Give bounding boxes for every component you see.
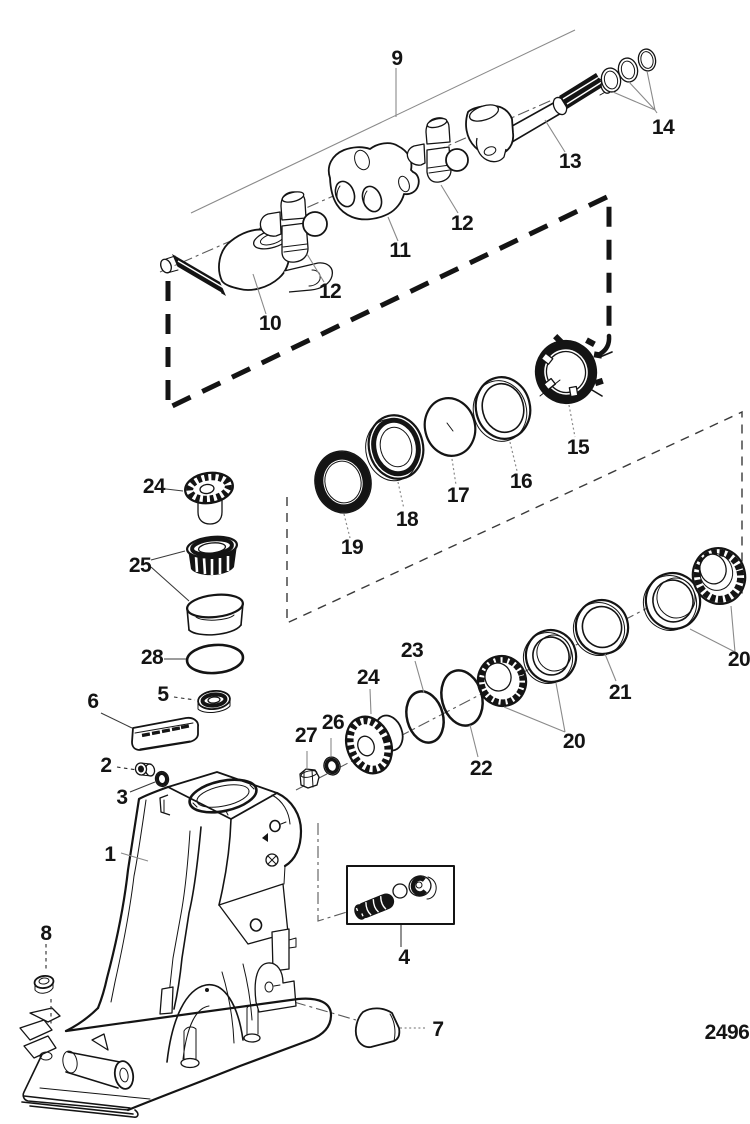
callout-24-upper: 24 — [143, 475, 166, 498]
callout-16: 16 — [510, 470, 532, 493]
part-seal-18 — [365, 414, 425, 482]
callout-23: 23 — [401, 639, 423, 662]
callout-22: 22 — [470, 757, 492, 780]
part-yoke-shaft-10 — [160, 228, 334, 296]
callout-20-right: 20 — [728, 648, 750, 671]
part-ring-21 — [572, 598, 630, 656]
part-ring-16 — [472, 376, 532, 442]
part-anode-plate-6 — [131, 716, 199, 751]
callout-28: 28 — [141, 646, 164, 669]
drawing-number: 2496 — [705, 1021, 750, 1044]
callout-6: 6 — [87, 690, 98, 713]
part-bearing-cone-20-small — [476, 654, 528, 708]
callout-1: 1 — [104, 843, 116, 866]
part-washer-26 — [323, 756, 341, 776]
inset-box-4 — [346, 865, 455, 925]
part-o-ring-22 — [440, 669, 484, 727]
part-seal-19 — [314, 450, 372, 514]
part-coupler-11 — [327, 142, 420, 221]
part-bearing-25-cup — [186, 593, 244, 636]
callout-25: 25 — [129, 554, 152, 577]
callout-13: 13 — [559, 150, 581, 173]
leader-lines — [45, 70, 736, 1029]
callout-14: 14 — [652, 116, 675, 139]
callout-19: 19 — [341, 536, 363, 559]
callout-26: 26 — [322, 711, 344, 734]
part-o-ring-23 — [405, 690, 445, 744]
callout-27: 27 — [295, 724, 317, 747]
part-bearing-cup-20-first — [522, 628, 578, 684]
callout-17: 17 — [447, 484, 469, 507]
part-rings-14 — [600, 48, 657, 93]
part-yoke-shaft-13 — [465, 73, 612, 163]
part-driveshaft-housing-1 — [19, 771, 333, 1118]
callout-2: 2 — [100, 754, 111, 777]
ringset-boundary-dashed — [286, 410, 743, 625]
part-plug-8 — [33, 975, 55, 994]
part-ring-3 — [154, 770, 170, 788]
part-retainer-ring-15 — [534, 334, 613, 405]
callout-24-lower: 24 — [357, 666, 380, 689]
callout-12-left: 12 — [319, 280, 341, 303]
callout-20-middle: 20 — [563, 730, 585, 753]
part-u-joint-cross-12-right — [406, 117, 469, 183]
part-seal-5 — [197, 689, 231, 714]
part-bevel-gear-24-upper — [184, 471, 234, 525]
part-nut-27 — [299, 768, 320, 789]
part-bushing-2 — [134, 762, 156, 777]
callout-labels: 9 14 13 12 11 12 10 15 16 17 18 19 24 25… — [40, 47, 750, 1044]
callout-11: 11 — [389, 239, 411, 262]
part-o-ring-17 — [423, 397, 477, 457]
callout-21: 21 — [609, 681, 632, 704]
callout-12-right: 12 — [451, 212, 473, 235]
part-bevel-gear-24-lower — [344, 714, 404, 775]
part-bearing-25-cone — [186, 535, 238, 576]
part-o-ring-28 — [185, 643, 245, 675]
callout-9: 9 — [391, 47, 402, 70]
callout-18: 18 — [396, 508, 419, 531]
callout-10: 10 — [259, 312, 281, 335]
assembly-9-indicator — [190, 29, 576, 214]
callout-3: 3 — [116, 786, 127, 809]
callout-15: 15 — [567, 436, 590, 459]
callout-5: 5 — [157, 683, 169, 706]
part-u-joint-cross-12-left — [259, 191, 328, 263]
part-cover-7 — [354, 1007, 401, 1049]
part-bearing-cone-20-large — [691, 547, 747, 605]
callout-8: 8 — [40, 922, 52, 945]
callout-7: 7 — [432, 1018, 443, 1041]
callout-4: 4 — [398, 946, 410, 969]
